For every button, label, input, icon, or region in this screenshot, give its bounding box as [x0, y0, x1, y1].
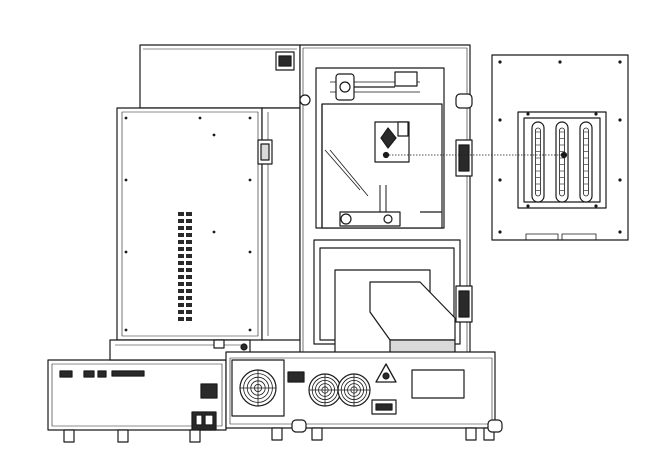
vent-slot — [186, 310, 192, 314]
top-hood — [139, 44, 301, 109]
vent-slot — [178, 247, 184, 251]
vent-slot — [186, 296, 192, 300]
screw — [248, 250, 252, 254]
vent-slot — [178, 226, 184, 230]
vent-slot — [186, 268, 192, 272]
screw — [198, 116, 202, 120]
vent-slot — [178, 310, 184, 314]
foot — [63, 429, 75, 443]
inset-rails — [531, 121, 593, 203]
vent-slot — [178, 261, 184, 265]
bottom-drawer-unit — [47, 339, 251, 431]
vent-slot — [186, 226, 192, 230]
vent-slot — [186, 289, 192, 293]
panel-screws — [124, 116, 252, 332]
vent-slot — [186, 212, 192, 216]
vent-slot — [186, 233, 192, 237]
screw — [498, 118, 502, 122]
screw — [124, 178, 128, 182]
vent-slot — [186, 261, 192, 265]
vent-slot — [178, 275, 184, 279]
screw — [594, 204, 598, 208]
rear-base — [225, 351, 496, 429]
fan-icon — [337, 373, 371, 407]
screw — [212, 133, 216, 137]
screw — [558, 60, 562, 64]
vent-slot — [178, 296, 184, 300]
vent-slot — [186, 247, 192, 251]
vent-slot — [186, 317, 192, 321]
vent-slot — [186, 303, 192, 307]
foot — [291, 419, 307, 433]
left-side-panel — [116, 107, 301, 341]
screw — [212, 230, 216, 234]
screw — [248, 328, 252, 332]
rail — [579, 121, 593, 203]
screw — [618, 230, 622, 234]
foot — [117, 429, 129, 443]
screw — [124, 116, 128, 120]
vent-slot — [186, 275, 192, 279]
foot — [487, 419, 503, 433]
screw — [248, 178, 252, 182]
vent-slots — [178, 212, 192, 321]
rail — [531, 121, 545, 203]
vent-slot — [178, 282, 184, 286]
vent-slot — [178, 289, 184, 293]
screw — [594, 112, 598, 116]
central-frame — [299, 44, 473, 367]
foot — [311, 427, 323, 441]
fan-group — [239, 369, 371, 407]
vent-slot — [178, 240, 184, 244]
screw — [498, 178, 502, 182]
vent-slot — [186, 240, 192, 244]
vent-slot — [178, 254, 184, 258]
fan-icon — [308, 373, 342, 407]
connector-icon — [278, 55, 292, 67]
vent-slot — [186, 254, 192, 258]
feet — [63, 419, 503, 443]
vent-slot — [178, 219, 184, 223]
vent-slot — [178, 233, 184, 237]
vent-slot — [186, 282, 192, 286]
screw — [618, 118, 622, 122]
screw — [498, 230, 502, 234]
screw — [248, 116, 252, 120]
fan-icon — [239, 369, 277, 407]
vent-slot — [178, 317, 184, 321]
inset-screws — [498, 60, 622, 234]
screw — [124, 328, 128, 332]
screw — [526, 204, 530, 208]
screw — [526, 112, 530, 116]
vent-slot — [178, 268, 184, 272]
leader-line — [382, 151, 568, 159]
screw — [498, 60, 502, 64]
vent-slot — [186, 219, 192, 223]
vent-slot — [178, 303, 184, 307]
screw — [618, 60, 622, 64]
foot — [189, 429, 201, 443]
foot — [271, 427, 283, 441]
screw — [618, 178, 622, 182]
foot — [465, 427, 477, 441]
rail — [555, 121, 569, 203]
screw — [124, 250, 128, 254]
vent-slot — [178, 212, 184, 216]
detail-inset — [491, 54, 629, 241]
